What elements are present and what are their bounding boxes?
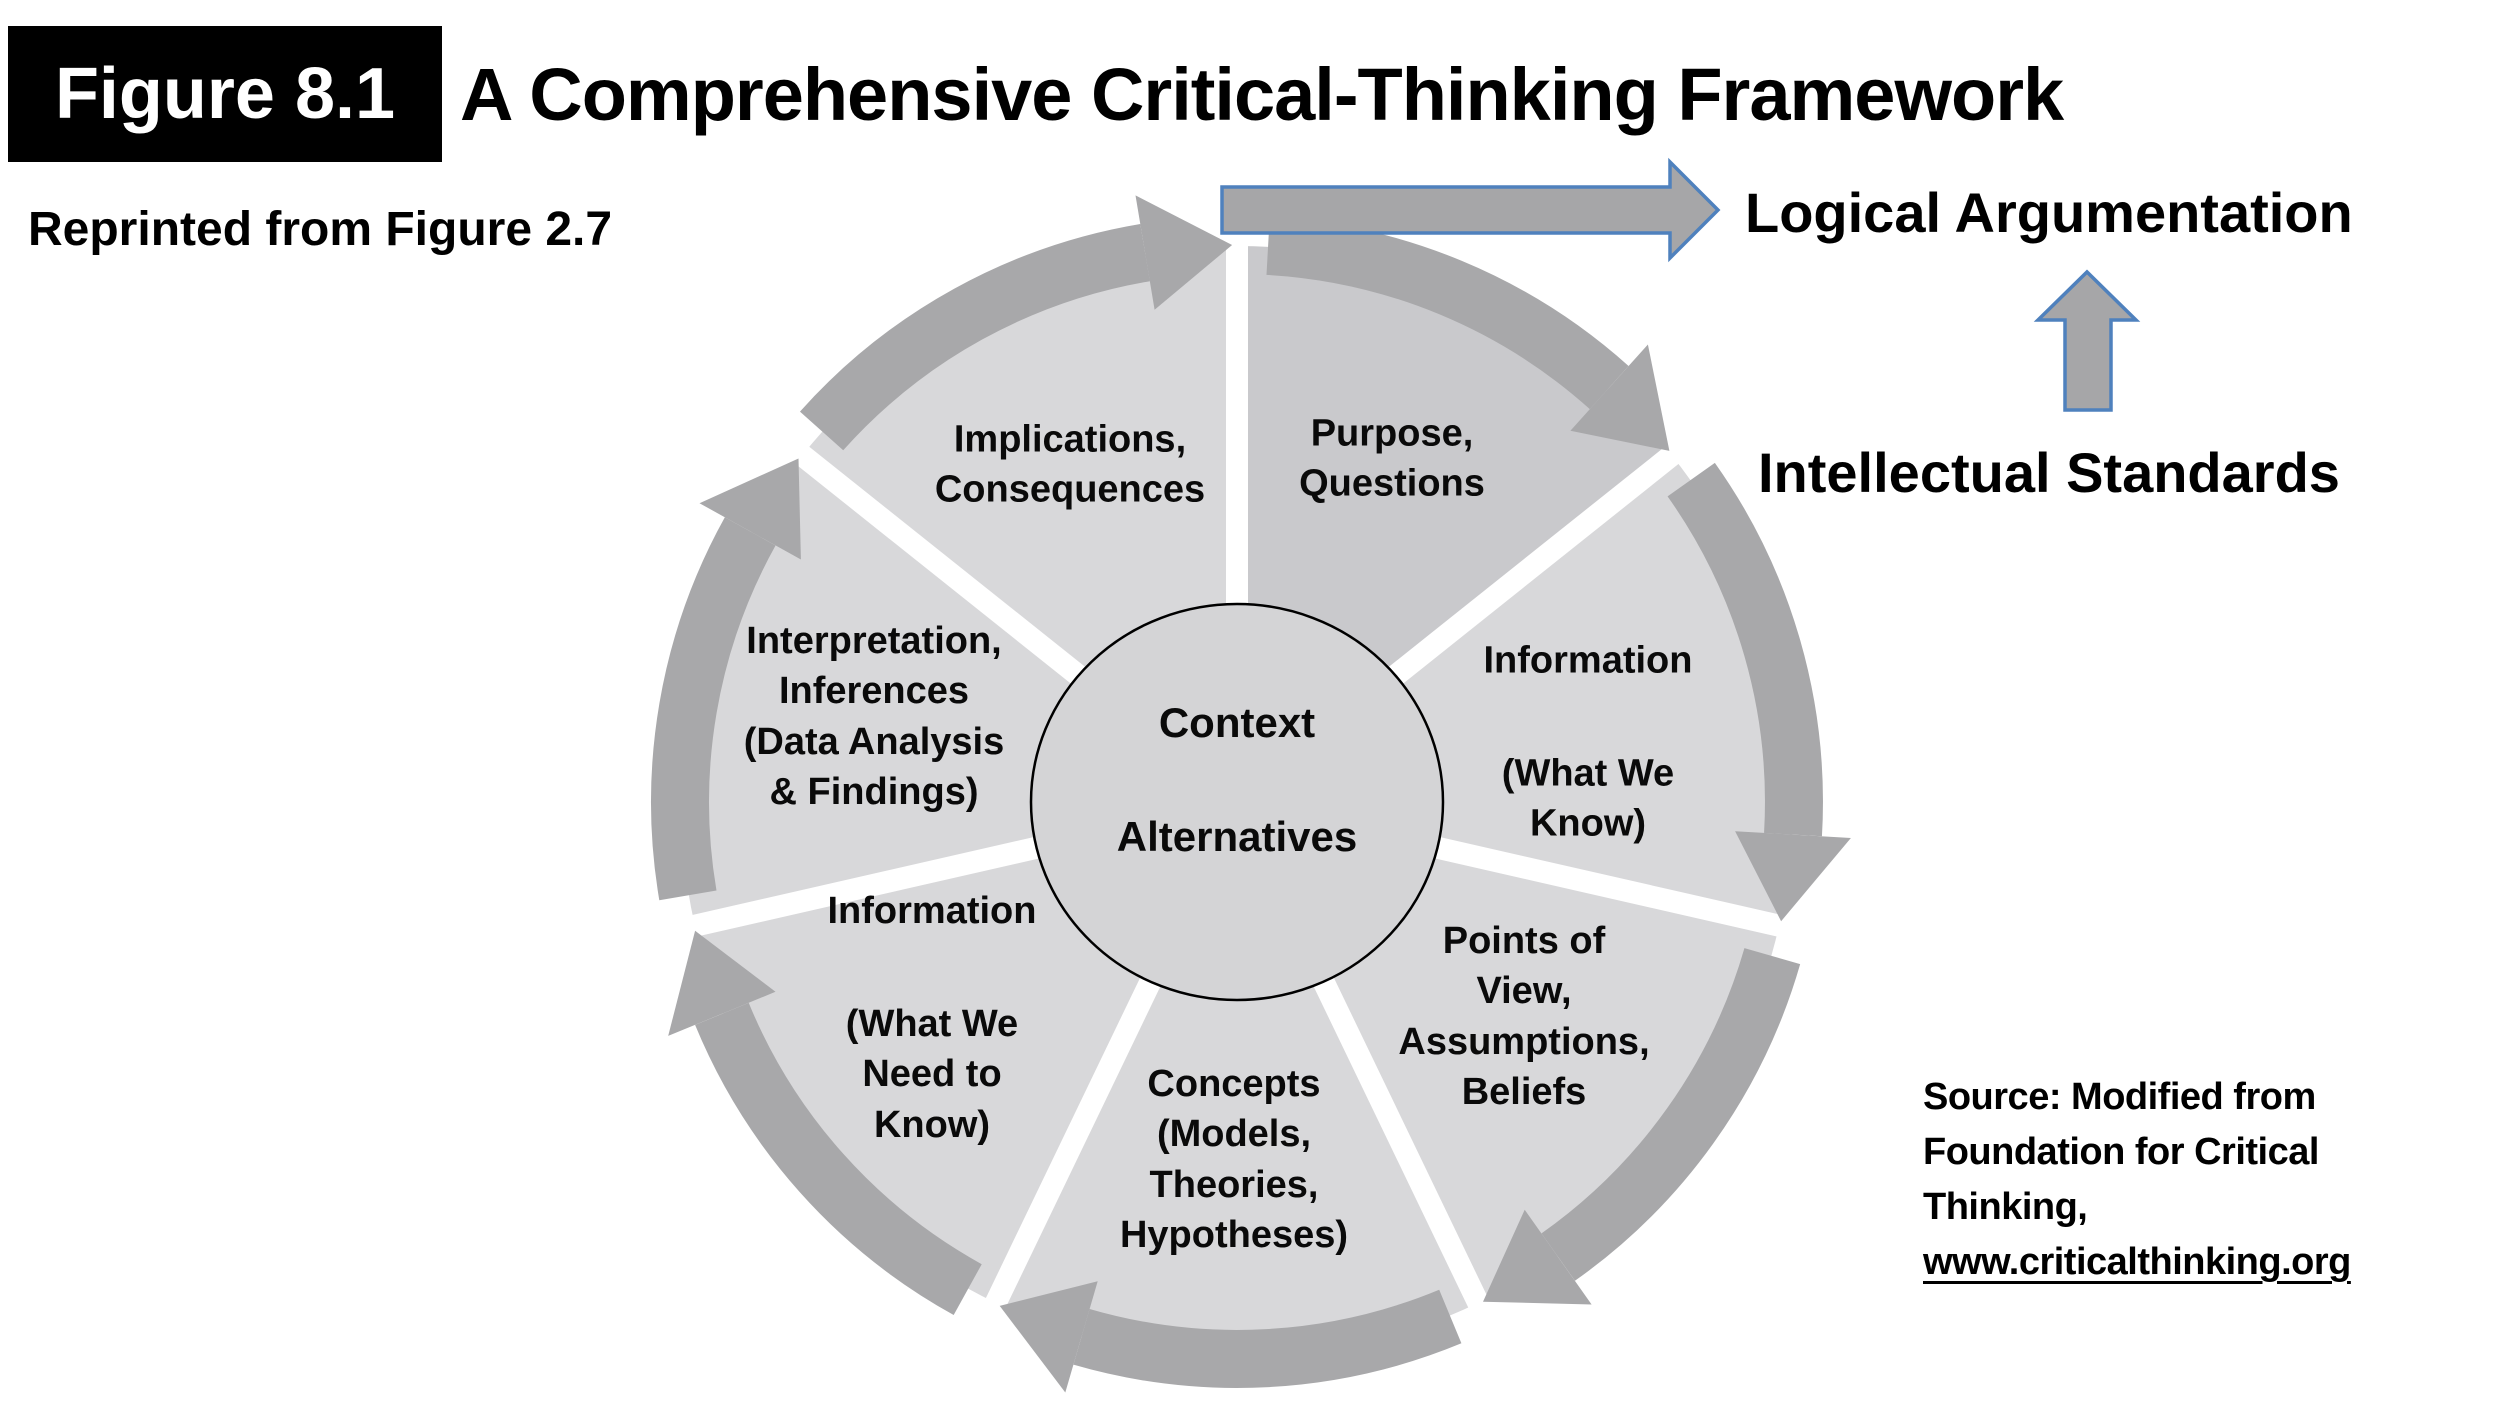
logical-argumentation-arrow <box>1220 157 1721 263</box>
source-line-2: Foundation for Critical <box>1923 1131 2319 1173</box>
wheel-label-information-what-we-need-to-know: Information (What We Need to Know) <box>827 889 1037 1146</box>
wheel-arrowhead-implications-consequences <box>1135 195 1233 310</box>
wheel-label-points-of-view: Points of View, Assumptions, Beliefs <box>1398 919 1650 1114</box>
center-label-spacer <box>1117 747 1357 813</box>
wheel-arc-interpretation-inferences <box>651 517 776 901</box>
source-note: Source: Modified from Foundation for Cri… <box>1923 1070 2351 1290</box>
wheel-wedge-concepts-models-theories-hypotheses <box>995 802 1479 1358</box>
wheel-center-label: Context Alternatives <box>1117 699 1357 861</box>
wheel-arc-information-what-we-need-to-know <box>695 1002 982 1315</box>
source-line-1: Source: Modified from <box>1923 1076 2316 1118</box>
wheel-arc-implications-consequences <box>799 223 1151 451</box>
wheel-label-information-what-we-know: Information (What We Know) <box>1483 638 1693 845</box>
intellectual-standards-label: Intellectual Standards <box>1758 441 2340 504</box>
figure-badge: Figure 8.1 <box>8 26 442 162</box>
wheel-arrowhead-interpretation-inferences <box>699 458 801 560</box>
wheel-arc-points-of-view-assumptions-beliefs <box>1541 947 1801 1281</box>
wheel-label-interpretation-inferences: Interpretation, Inferences (Data Analysi… <box>743 619 1005 814</box>
page-title: A Comprehensive Critical-Thinking Framew… <box>460 52 2064 136</box>
wheel-arrowhead-purpose-questions <box>1570 344 1670 451</box>
wheel-arrowhead-points-of-view-assumptions-beliefs <box>1483 1209 1592 1305</box>
center-alternatives-label: Alternatives <box>1116 813 1358 860</box>
wheel-arrowhead-concepts-models-theories-hypotheses <box>999 1281 1098 1393</box>
wheel-arc-concepts-models-theories-hypotheses <box>1073 1289 1462 1388</box>
cycle-wheel <box>645 195 1851 1393</box>
logical-argumentation-label: Logical Argumentation <box>1745 181 2353 244</box>
reprint-note: Reprinted from Figure 2.7 <box>28 203 613 256</box>
wheel-arrowhead-information-what-we-need-to-know <box>668 930 776 1036</box>
figure-badge-label: Figure 8.1 <box>54 54 396 134</box>
source-link[interactable]: www.criticalthinking.org <box>1923 1241 2351 1283</box>
wheel-arc-purpose-questions <box>1266 216 1629 410</box>
source-line-3: Thinking, <box>1923 1186 2088 1228</box>
center-ellipse <box>1029 602 1445 1002</box>
intellectual-standards-arrow <box>2033 269 2141 412</box>
center-context-label: Context <box>1158 699 1316 746</box>
wheel-arrowhead-information-what-we-know <box>1735 831 1851 922</box>
wheel-arc-information-what-we-know <box>1667 462 1823 837</box>
wheel-label-concepts: Concepts (Models, Theories, Hypotheses) <box>1119 1062 1349 1257</box>
wheel-label-purpose-questions: Purpose, Questions <box>1299 412 1485 505</box>
wheel-label-implications-consequences: Implications, Consequences <box>934 418 1206 511</box>
